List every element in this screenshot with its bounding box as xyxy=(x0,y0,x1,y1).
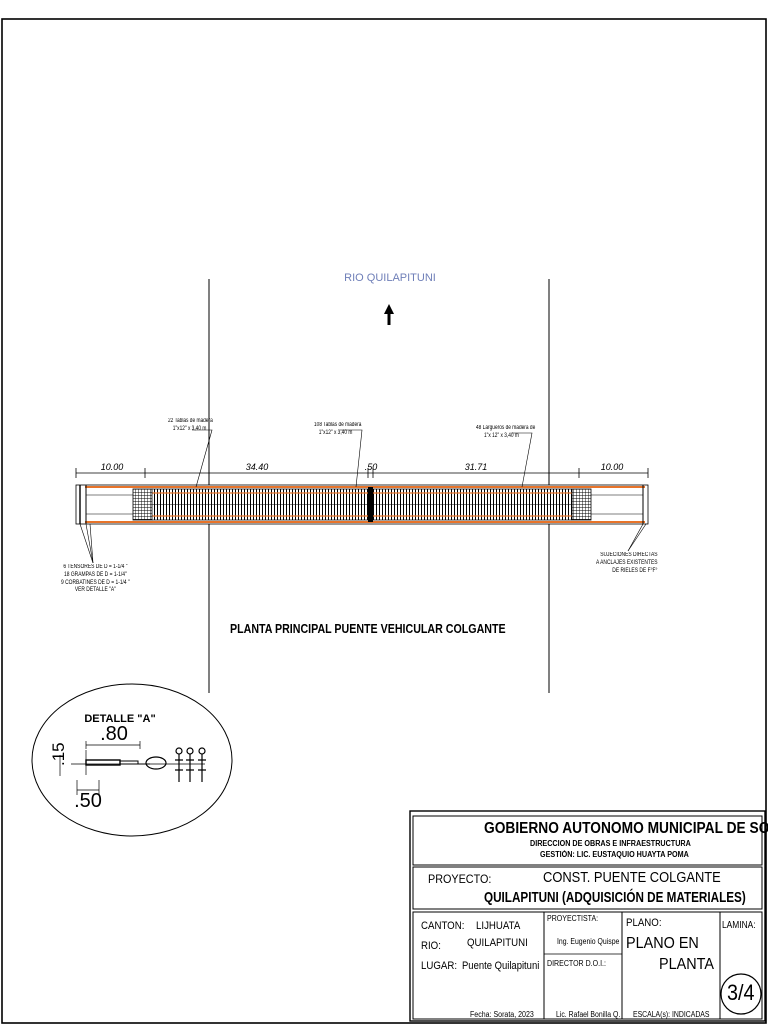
bridge-deck xyxy=(75,484,649,525)
dimension-line xyxy=(75,468,649,478)
tb-lugar-value: Puente Quilapituni xyxy=(462,960,540,972)
dim-approach-left: 10.00 xyxy=(101,462,124,472)
title-block-frame xyxy=(409,810,766,1022)
detail-a-drawing xyxy=(59,741,205,795)
dim-center: .50 xyxy=(365,462,378,472)
tb-plano-label: PLANO: xyxy=(626,917,662,929)
dim-approach-right: 10.00 xyxy=(601,462,624,472)
tb-canton-label: CANTON: xyxy=(421,920,465,932)
detail-a-title: DETALLE "A" xyxy=(84,713,155,725)
river-label: RIO QUILAPITUNI xyxy=(344,272,436,284)
tb-proyecto-label: PROYECTO: xyxy=(428,872,492,886)
dim-span-right: 31.71 xyxy=(465,462,488,472)
tb-lamina-label: LAMINA: xyxy=(722,920,756,931)
clamp-icon xyxy=(175,747,206,782)
tb-director-label: DIRECTOR D.O.I.: xyxy=(547,959,606,968)
tb-canton-value: LIJHUATA xyxy=(476,920,521,932)
tb-plano-line2: PLANTA xyxy=(659,956,714,973)
tb-rio-label: RIO: xyxy=(421,940,441,952)
tb-plano-line1: PLANO EN xyxy=(626,935,699,952)
tb-proyecto-line1: CONST. PUENTE COLGANTE xyxy=(543,869,721,886)
tb-director-value: Lic. Rafael Bonilla Q. xyxy=(556,1010,621,1019)
callout-tablas-108: 108 Tablas de madera 1"x12" x 3,40 m xyxy=(314,422,362,436)
detail-dim-left: .15 xyxy=(49,742,68,766)
tb-escala: ESCALA(s): INDICADAS xyxy=(633,1010,710,1019)
callout-largueros: 48 Largueros de madera de 1"x 12" x 3,40… xyxy=(476,425,536,439)
main-drawing-title: PLANTA PRINCIPAL PUENTE VEHICULAR COLGAN… xyxy=(230,621,506,636)
callout-right-note: SUJECIONES DIRECTAS A ANCLAJES EXISTENTE… xyxy=(596,552,658,574)
tb-lamina-value: 3/4 xyxy=(727,980,755,1005)
tb-proyecto-line2: QUILAPITUNI (ADQUISICIÓN DE MATERIALES) xyxy=(484,889,746,906)
callout-tablas-22: 22 Tablas de madera 1"x12" x 3,40 m xyxy=(168,418,213,432)
flow-arrow-icon xyxy=(384,304,394,325)
sheet-border xyxy=(1,18,767,1024)
callout-leaders xyxy=(79,429,647,564)
detail-dim-bottom: .50 xyxy=(74,790,102,812)
callout-left-note: 6 TENSORES DE D = 1-1/4 " 18 GRAMPAS DE … xyxy=(61,564,130,594)
tb-gestion: GESTIÓN: LIC. EUSTAQUIO HUAYTA POMA xyxy=(540,850,689,859)
dim-span-left: 34.40 xyxy=(246,462,269,472)
tb-org: GOBIERNO AUTONOMO MUNICIPAL DE SORATA xyxy=(484,820,768,837)
tb-proyectista-value: Ing. Eugenio Quispe xyxy=(557,937,620,946)
tb-lugar-label: LUGAR: xyxy=(421,960,458,972)
detail-a-ellipse xyxy=(31,683,233,837)
tb-dept: DIRECCION DE OBRAS E INFRAESTRUCTURA xyxy=(530,839,691,848)
detail-dim-top: .80 xyxy=(100,723,128,745)
tb-proyectista-label: PROYECTISTA: xyxy=(547,914,599,923)
tb-rio-value: QUILAPITUNI xyxy=(467,937,528,949)
tb-fecha: Fecha: Sorata, 2023 xyxy=(470,1010,534,1019)
